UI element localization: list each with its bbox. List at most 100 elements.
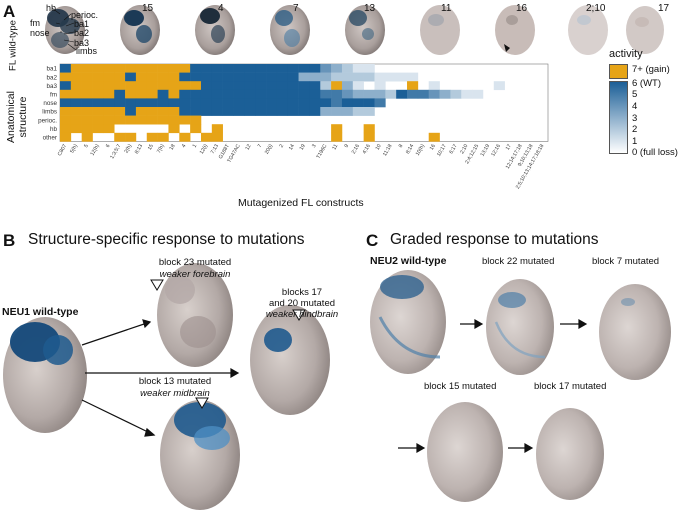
heatmap-cell	[320, 72, 332, 82]
heatmap-cell	[222, 98, 234, 108]
heatmap-cell	[320, 98, 332, 108]
heatmap-cell	[135, 64, 148, 73]
heatmap-cell	[168, 81, 180, 91]
heatmap-cell	[81, 98, 93, 108]
heatmap-cell	[114, 81, 126, 91]
heatmap-cell	[222, 81, 234, 91]
heatmap-cell	[287, 81, 299, 91]
heatmap-column-label: 6;17	[448, 143, 458, 155]
heatmap-cell	[255, 107, 267, 116]
heatmap-cell	[168, 115, 180, 125]
heatmap-cell	[352, 98, 364, 108]
heatmap-cell	[81, 64, 93, 73]
heatmap-cell	[114, 132, 126, 142]
heatmap-row-label: hb	[50, 126, 58, 133]
heatmap-cell	[363, 132, 375, 142]
embryo-4	[195, 5, 235, 55]
heatmap-cell	[341, 72, 354, 82]
heatmap-cell	[298, 81, 310, 91]
legend-tick: 0 (full loss)	[632, 147, 678, 158]
block13-effect: weaker midbrain	[140, 388, 210, 399]
anat-label-limbs: limbs	[76, 46, 98, 56]
legend-tick: 1	[632, 136, 638, 147]
heatmap-column-label: 7	[257, 143, 264, 149]
heatmap-cell	[125, 72, 137, 82]
embryo-15	[120, 5, 160, 55]
embryo-16	[495, 5, 535, 55]
heatmap-cell	[385, 72, 397, 82]
heatmap-cell	[266, 98, 278, 108]
heatmap-cell	[472, 89, 484, 99]
legend-tick: 4	[632, 101, 638, 112]
heatmap-cell	[125, 81, 137, 91]
heatmap-cell	[461, 89, 473, 99]
heatmap-cell	[211, 81, 223, 91]
heatmap-cell	[92, 98, 104, 108]
embryo-number: 15	[142, 3, 154, 14]
heatmap-cell	[70, 72, 82, 82]
heatmap-cell	[200, 132, 213, 142]
heatmap-cell	[190, 81, 202, 91]
heatmap-row-label: limbs	[42, 109, 57, 116]
heatmap-cell	[407, 72, 419, 82]
heatmap-cell	[146, 115, 158, 125]
heatmap-column-label: 7(h)	[156, 143, 166, 154]
heatmap-cell	[222, 89, 234, 99]
heatmap-cell	[255, 64, 267, 73]
heatmap-cell	[146, 72, 158, 82]
heatmap-column-label: 8	[398, 143, 405, 149]
heatmap-cell	[363, 124, 375, 134]
heatmap-cell	[200, 81, 213, 91]
heatmap-column-label: 11;18	[382, 143, 394, 157]
heatmap-cell	[70, 124, 82, 134]
block23-effect: weaker forebrain	[159, 269, 231, 280]
heatmap-cell	[190, 124, 202, 134]
heatmap-cell	[200, 107, 213, 116]
embryo-block13	[160, 400, 240, 510]
heatmap-cell	[255, 72, 267, 82]
heatmap-cell	[309, 81, 321, 91]
heatmap-cell	[233, 81, 245, 91]
embryo-block22	[486, 279, 554, 375]
heatmap-cell	[103, 72, 115, 82]
legend-color-bar	[609, 81, 628, 154]
heatmap-cell	[125, 132, 137, 142]
heatmap-cell	[146, 64, 158, 73]
heatmap-cell	[211, 98, 223, 108]
heatmap-cell	[309, 64, 321, 73]
heatmap-cell	[309, 98, 321, 108]
heatmap-cell	[125, 107, 137, 116]
heatmap-cell	[352, 64, 364, 73]
heatmap-cell	[233, 64, 245, 73]
heatmap-cell	[363, 98, 375, 108]
heatmap-cell	[298, 64, 310, 73]
heatmap-row-label: fm	[50, 92, 57, 99]
heatmap-cell	[114, 72, 126, 82]
heatmap-cell	[428, 132, 440, 142]
anat-label-leader-lines	[51, 7, 77, 51]
heatmap-cell	[298, 89, 310, 99]
heatmap-cell	[81, 115, 93, 125]
embryo-11	[420, 5, 460, 55]
heatmap-cell	[168, 107, 180, 116]
heatmap-column-label: 4	[181, 143, 188, 149]
anat-label-fm: fm	[30, 18, 40, 28]
heatmap-cell	[92, 64, 104, 73]
heatmap-cell	[146, 89, 158, 99]
heatmap-cell	[70, 64, 82, 73]
heatmap-cell	[81, 81, 93, 91]
heatmap-cell	[363, 89, 375, 99]
heatmap-cell	[114, 98, 126, 108]
heatmap-cell	[493, 81, 505, 91]
heatmap-column-label: 14	[288, 143, 296, 151]
heatmap-cell	[233, 107, 245, 116]
heatmap-cell	[331, 89, 343, 99]
heatmap-cell	[146, 107, 158, 116]
heatmap-cell	[179, 98, 191, 108]
heatmap-cell	[157, 89, 169, 99]
heatmap-cell	[135, 115, 148, 125]
heatmap-column-label: 20(i)	[264, 143, 275, 155]
heatmap-cell	[92, 115, 104, 125]
heatmap-cell	[244, 81, 256, 91]
